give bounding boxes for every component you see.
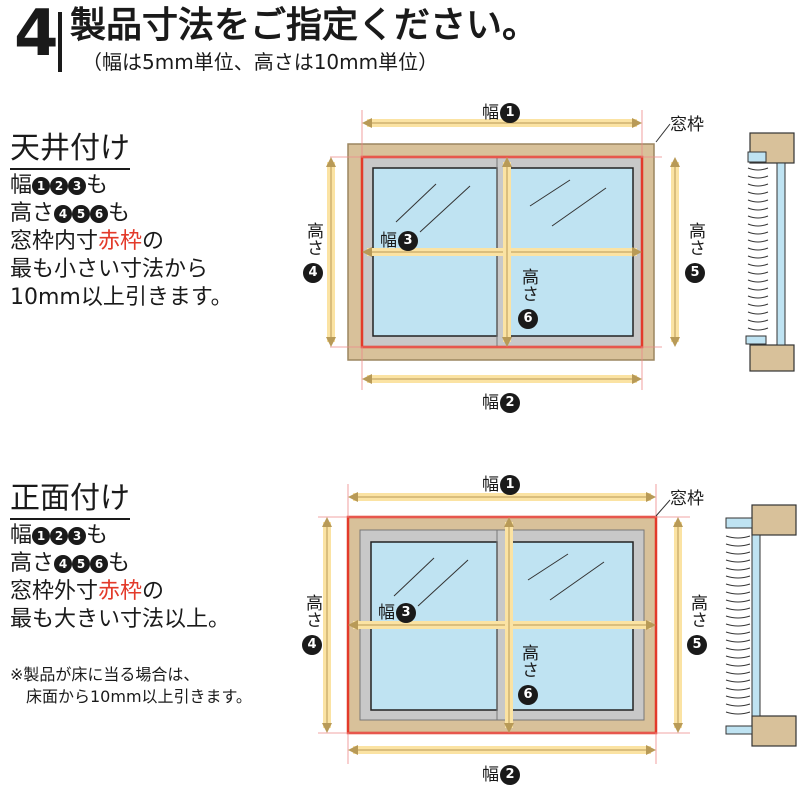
diagram-ceiling-mount [326,110,795,390]
label-height-5-num: 5 [684,262,705,283]
desc-line-rule2: 10mm以上引きます。 [10,285,233,310]
header-divider [58,12,62,72]
section-title-underline [10,518,130,520]
label-height-4: 高さ [302,594,322,628]
floor-note: ※製品が床に当る場合は、 床面から10mm以上引きます。 [10,664,252,708]
side-view-pleats [725,535,751,715]
label-height-6: 高さ [518,268,538,302]
label-frame: 窓枠 [670,489,704,509]
desc-line-rule: 最も小さい寸法から [10,257,209,282]
desc-line-frame: 窓枠外寸赤枠の [10,579,165,604]
page-subtitle: （幅は5mm単位、高さは10mm単位） [82,50,439,74]
section-title-ceiling: 天井付け [10,131,130,166]
floor-note-line1: ※製品が床に当る場合は、 [10,665,200,684]
side-view-bottom-frame [749,344,795,372]
label-height-6: 高さ [518,644,538,678]
side-view-glass [751,534,761,717]
label-frame: 窓枠 [670,115,704,135]
label-height-4: 高さ [303,222,323,256]
side-view-bottom-frame [751,715,797,747]
section-title-front: 正面付け [10,481,130,516]
floor-note-line2: 床面から10mm以上引きます。 [26,687,252,706]
section-title-underline [10,168,130,170]
label-height-6-num: 6 [517,308,538,329]
diagram-front-mount [318,484,797,764]
label-height-4-num: 4 [302,262,323,283]
page-title: 製品寸法をご指定ください。 [70,5,539,46]
label-height-5: 高さ [687,594,707,628]
desc-line-rule: 最も大きい寸法以上。 [10,607,231,632]
label-height-4-num: 4 [301,634,322,655]
desc-line-frame: 窓枠内寸赤枠の [10,229,165,254]
side-view-glass [776,162,786,346]
label-height-5: 高さ [685,222,705,256]
label-height-6-num: 6 [517,684,538,705]
label-height-5-num: 5 [686,634,707,655]
side-view-pleats [747,167,769,331]
side-view-top-frame [751,504,797,536]
step-number: 4 [14,0,59,71]
side-view-top-frame [749,132,795,164]
